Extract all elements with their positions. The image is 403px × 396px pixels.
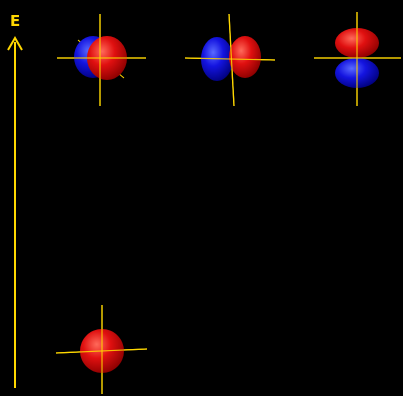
energy-axis: E [7,12,23,388]
orbital-1s [55,305,148,394]
positive-lobe [229,36,261,78]
orbital-2py [184,13,276,107]
orbital-2pz [314,12,401,106]
orbital-2px [57,14,146,106]
energy-axis-label: E [10,12,20,30]
energy-axis-arrowhead [7,36,23,51]
coordinate-axis-front [184,57,276,61]
coordinate-axis-front [228,13,235,107]
